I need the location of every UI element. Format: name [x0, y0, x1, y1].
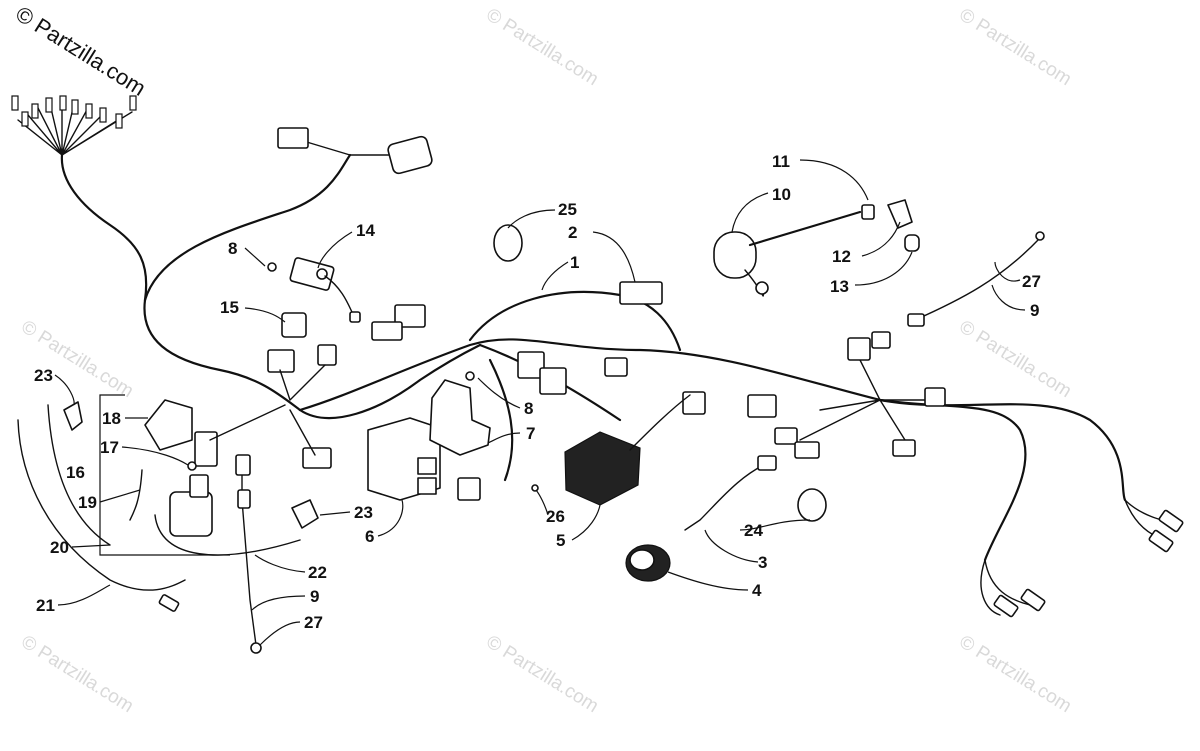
callout-26: 26 [546, 507, 565, 526]
watermark: © Partzilla.com [955, 631, 1075, 717]
callout-15: 15 [220, 298, 239, 317]
watermark: © Partzilla.com [482, 631, 602, 717]
screw-8-left [267, 262, 277, 272]
callout-24: 24 [744, 521, 763, 540]
bracket-7 [429, 379, 491, 456]
connector-15 [281, 312, 307, 338]
callout-6: 6 [365, 527, 374, 546]
callout-numbers: 25 2 1 11 10 12 13 27 9 14 8 15 23 18 17… [34, 152, 1041, 632]
callout-10: 10 [772, 185, 791, 204]
callout-25: 25 [558, 200, 577, 219]
callout-5: 5 [556, 531, 565, 550]
cdi-box-6 [367, 417, 441, 501]
callout-22: 22 [308, 563, 327, 582]
lead-9-right [914, 237, 1041, 321]
watermark: © Partzilla.com [17, 631, 137, 717]
callout-8-center: 8 [524, 399, 533, 418]
wire-22 [154, 514, 301, 556]
callout-1: 1 [570, 253, 579, 272]
bracket-14 [289, 257, 361, 323]
callout-17: 17 [100, 438, 119, 457]
callout-27-right: 27 [1022, 272, 1041, 291]
cap-11 [861, 204, 875, 220]
callout-23-center: 23 [354, 503, 373, 522]
relay-16 [169, 491, 213, 537]
callout-27-left: 27 [304, 613, 323, 632]
callout-16: 16 [66, 463, 85, 482]
connector-2 [619, 281, 663, 305]
wire-19 [129, 469, 143, 521]
cap-23-left [63, 401, 83, 431]
callout-19: 19 [78, 493, 97, 512]
lead-9-left [241, 459, 257, 646]
switch-18 [144, 399, 193, 451]
watermark: © Partzilla.com [482, 4, 602, 90]
clamp-25 [493, 224, 523, 262]
callout-7: 7 [526, 424, 535, 443]
callout-9-left: 9 [310, 587, 319, 606]
callout-3: 3 [758, 553, 767, 572]
screw-8-center [465, 371, 475, 381]
wire-21 [17, 419, 186, 591]
callout-8-left: 8 [228, 239, 237, 258]
nut-17 [187, 461, 197, 471]
boot-12 [887, 199, 913, 229]
cap-13 [904, 234, 920, 252]
clamp-24 [797, 488, 827, 522]
callout-18: 18 [102, 409, 121, 428]
lead-3 [684, 461, 771, 531]
wire-20 [47, 404, 111, 546]
watermark: © Partzilla.com [955, 4, 1075, 90]
callout-21: 21 [36, 596, 55, 615]
screw-26 [531, 484, 539, 492]
ignition-coil-10 [713, 210, 862, 297]
callout-13: 13 [830, 277, 849, 296]
callout-11: 11 [772, 152, 790, 171]
leader-lines [54, 159, 1026, 646]
regulator-5 [564, 394, 691, 506]
callout-12: 12 [832, 247, 851, 266]
cap-23-center [291, 499, 319, 529]
callout-23-left: 23 [34, 366, 53, 385]
watermark: © Partzilla.com [955, 316, 1075, 402]
watermark: © Partzilla.com [17, 316, 137, 402]
callout-2: 2 [568, 223, 577, 242]
main-harness [11, 95, 1184, 618]
group-bracket-16 [99, 394, 230, 556]
callout-9-right: 9 [1030, 301, 1039, 320]
callout-4: 4 [752, 581, 762, 600]
breaker-4 [625, 544, 671, 582]
callout-14: 14 [356, 221, 375, 240]
brand-logo: © Partzilla.com [11, 1, 150, 101]
callout-20: 20 [50, 538, 69, 557]
